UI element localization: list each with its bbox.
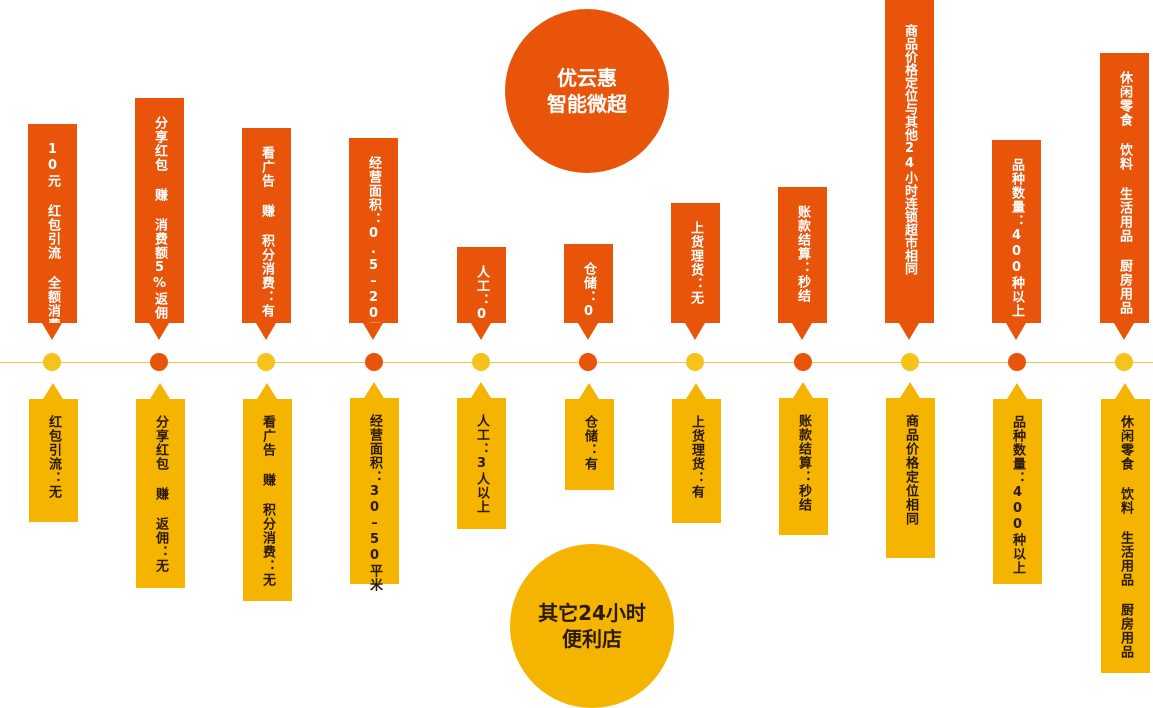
bottom-tag-text: 看广告 赚 积分消费：无 xyxy=(260,415,275,587)
top-tag-text: 人工：0 xyxy=(474,265,489,323)
bottom-tag-text: 品种数量：400种以上 xyxy=(1010,415,1025,575)
timeline-dot xyxy=(794,353,812,371)
bottom-tag-text: 仓储：有 xyxy=(582,415,597,471)
top-circle-line2: 智能微超 xyxy=(547,92,627,116)
timeline-dot xyxy=(150,353,168,371)
timeline-dot xyxy=(579,353,597,371)
timeline-dot xyxy=(472,353,490,371)
bottom-tag: 品种数量：400种以上 xyxy=(993,383,1042,584)
top-tag-text: 分享红包 赚 消费额5%返佣 xyxy=(152,116,167,320)
top-tag: 休闲零食 饮料 生活用品 厨房用品 xyxy=(1100,53,1149,340)
bottom-tag: 休闲零食 饮料 生活用品 厨房用品 xyxy=(1101,383,1150,673)
top-tag-text: 10元 红包引流 全额消费 xyxy=(45,142,60,332)
bottom-tag-text: 分享红包 赚 返佣：无 xyxy=(153,415,168,573)
top-tag-text: 品种数量：400种以上 xyxy=(1009,158,1024,318)
other-24h-convenience-store-circle: 其它24小时 便利店 xyxy=(510,544,674,708)
bottom-tag-text: 商品价格定位相同 xyxy=(903,414,918,526)
bottom-circle-line1: 其它24小时 xyxy=(538,601,646,625)
top-tag: 上货理货：无 xyxy=(671,203,720,340)
bottom-tag-text: 人工：3人以上 xyxy=(474,414,489,514)
top-tag: 分享红包 赚 消费额5%返佣 xyxy=(135,98,184,340)
top-circle-line1: 优云惠 xyxy=(557,66,617,90)
timeline-dot xyxy=(686,353,704,371)
timeline-dot xyxy=(901,353,919,371)
top-tag: 商品价格定位与其他24小时连锁超市相同 xyxy=(885,0,934,340)
top-tag: 人工：0 xyxy=(457,247,506,340)
bottom-circle-line2: 便利店 xyxy=(562,627,622,651)
youyunhui-smart-micro-store-circle: 优云惠 智能微超 xyxy=(505,9,669,173)
bottom-tag: 经营面积：30–50平米 xyxy=(350,382,399,592)
top-tag-text: 商品价格定位与其他24小时连锁超市相同 xyxy=(902,24,917,275)
top-tag: 仓储：0 xyxy=(564,244,613,340)
top-tag-text: 账款结算：秒结 xyxy=(795,205,810,303)
timeline-dot xyxy=(257,353,275,371)
bottom-tag-text: 上货理货：有 xyxy=(689,415,704,499)
bottom-tag-text: 红包引流：无 xyxy=(46,415,61,499)
top-tag-text: 上货理货：无 xyxy=(688,221,703,305)
top-tag-text: 看广告 赚 积分消费：有 xyxy=(259,146,274,318)
bottom-tag: 商品价格定位相同 xyxy=(886,382,935,558)
bottom-tag: 分享红包 赚 返佣：无 xyxy=(136,383,185,588)
timeline-axis xyxy=(0,362,1153,363)
bottom-tag-text: 休闲零食 饮料 生活用品 厨房用品 xyxy=(1118,415,1133,659)
top-tag: 10元 红包引流 全额消费 xyxy=(28,124,77,340)
timeline-dot xyxy=(1115,353,1133,371)
bottom-tag-text: 账款结算：秒结 xyxy=(796,414,811,512)
top-tag-text: 仓储：0 xyxy=(581,262,596,320)
bottom-tag: 仓储：有 xyxy=(565,383,614,490)
top-tag: 经营面积：0.5–20平米 xyxy=(349,138,398,350)
top-tag: 看广告 赚 积分消费：有 xyxy=(242,128,291,340)
bottom-tag: 账款结算：秒结 xyxy=(779,382,828,535)
top-tag: 品种数量：400种以上 xyxy=(992,140,1041,340)
timeline-dot xyxy=(365,353,383,371)
bottom-tag: 红包引流：无 xyxy=(29,383,78,522)
bottom-tag-text: 经营面积：30–50平米 xyxy=(367,414,382,592)
bottom-tag: 看广告 赚 积分消费：无 xyxy=(243,383,292,601)
timeline-dot xyxy=(43,353,61,371)
top-tag-text: 休闲零食 饮料 生活用品 厨房用品 xyxy=(1117,71,1132,315)
top-tag-text: 经营面积：0.5–20平米 xyxy=(366,156,381,350)
top-tag: 账款结算：秒结 xyxy=(778,187,827,340)
bottom-tag: 上货理货：有 xyxy=(672,383,721,523)
bottom-tag: 人工：3人以上 xyxy=(457,382,506,529)
timeline-dot xyxy=(1008,353,1026,371)
